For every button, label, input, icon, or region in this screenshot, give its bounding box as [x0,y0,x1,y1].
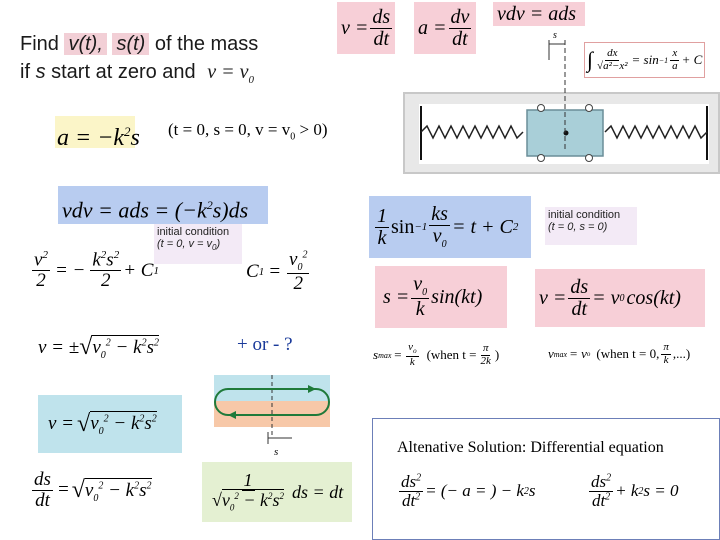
sign-question: + or - ? [237,334,293,355]
position-s-label: s [553,30,557,41]
find-label: Find [20,33,59,55]
problem-line-2: if s start at zero and v = v0 [20,61,254,86]
vdv-ads-box: vdv = ads [493,2,585,26]
alternative-solution-panel: Altenative Solution: Differential equati… [372,418,720,540]
initial-condition-title: initial condition [157,226,230,238]
acceleration-equation: a = −k2s [55,116,140,151]
initial-condition-2-expr: (t = 0, s = 0) [548,221,608,233]
initial-condition-note-2: initial condition (t = 0, s = 0) [545,207,637,245]
alternative-solution-title: Altenative Solution: Differential equati… [397,439,664,456]
vdv-substitution: vdv = ads = (−k2s)ds [58,186,268,224]
diagram-s-label: s [274,446,279,458]
initial-conditions: (t = 0, s = 0, v = v0 > 0) [168,120,328,143]
velocity-plus-minus: v = ± √ v02 − k2s2 [38,334,159,361]
problem-line-1: Find v(t), s(t) of the mass [20,33,258,56]
vt-highlight: v(t), [64,33,107,55]
initial-condition-2-title: initial condition [548,209,621,221]
oscillation-svg [214,375,330,435]
start-label: start at zero and [51,61,196,83]
wheel-bottom-left [537,154,545,162]
s-var: s [35,61,46,83]
initial-condition-note: initial condition (t = 0, v = v0) [154,224,242,264]
left-spring [420,124,524,140]
oscillation-diagram [214,375,330,435]
right-spring [604,124,708,140]
diagram-s-marker [267,432,292,444]
wheel-bottom-right [585,154,593,162]
initial-condition-expr: (t = 0, v = v0) [157,238,221,253]
position-marker [548,40,566,150]
spring-mass-frame [403,92,720,174]
wheel-top-right [585,104,593,112]
v-equals-v0: v = v0 [207,61,254,86]
left-return-arc [214,388,229,416]
if-label: if [20,61,30,83]
st-highlight: s(t) [112,33,150,55]
wheel-top-left [537,104,545,112]
right-return-arc [315,388,330,416]
velocity-positive-box: v = √ v02 − k2s2 [38,395,182,453]
of-the-mass-label: of the mass [154,33,259,55]
separated-equation-box: 1√v02 − k2s2 ds = dt [202,462,352,522]
